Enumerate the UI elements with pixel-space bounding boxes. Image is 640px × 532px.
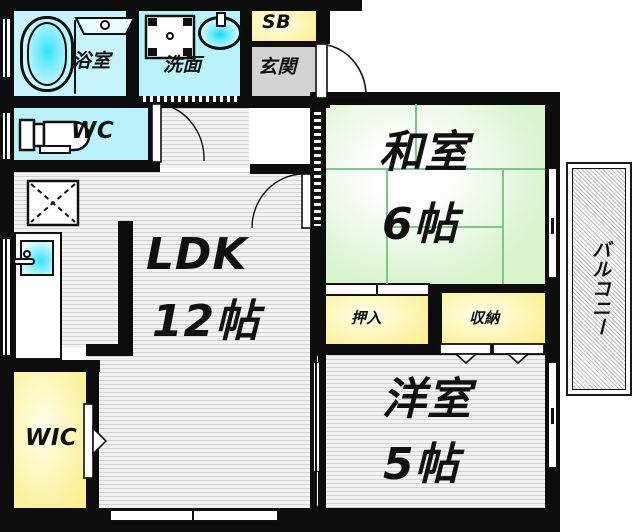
window-ldk-bottom (110, 510, 278, 521)
tatami-seam-h2 (386, 226, 502, 228)
ldk-door[interactable] (250, 173, 312, 232)
room-shoebox-fill (251, 10, 316, 44)
bathtub-inner (27, 22, 67, 86)
label-washroom: 洗面 (163, 54, 202, 76)
wall-washroom-entry (240, 10, 252, 98)
window-wc-left-mull (5, 112, 7, 160)
pillar-ldk (118, 221, 133, 356)
tatami-seam-h1 (326, 168, 545, 170)
window-kitchen-left-mull (5, 238, 7, 356)
wall-outer-bottom (0, 508, 560, 532)
kitchen-faucet-icon (13, 250, 35, 265)
room-balcony-fill (572, 168, 626, 390)
wall-bath-washroom (126, 10, 139, 98)
wall-wc-bottom (0, 160, 160, 172)
wall-washitsu-top (310, 92, 560, 105)
tatami-seam-v3 (502, 168, 504, 284)
label-yoshitsu-size: 5帖 (383, 439, 460, 490)
wall-outer-top (0, 0, 330, 11)
wall-right-top-entry (316, 0, 330, 44)
room-entrance-fill (251, 44, 316, 98)
washroom-sliding-door[interactable] (139, 96, 239, 102)
window-ldk-bottom-mull (192, 510, 194, 521)
wall-ldk-door-header (250, 164, 316, 174)
room-washitsu-fill (326, 104, 545, 284)
label-ldk: LDK (146, 229, 248, 280)
sliding-door-ldk-washitsu[interactable] (314, 108, 321, 226)
wall-corridor-top (242, 96, 330, 108)
oshiire-sliding-door[interactable] (324, 283, 430, 296)
label-ldk-size: 12帖 (152, 296, 260, 347)
pillar-ldk-foot (86, 344, 133, 356)
label-shoebox: SB (262, 11, 291, 33)
toilet (18, 118, 91, 154)
room-wic-fill (14, 371, 86, 508)
wall-kitchen-bottom (0, 360, 100, 372)
label-bath: 浴室 (72, 50, 111, 72)
label-wic: WIC (25, 425, 78, 451)
wall-top-right-segment (330, 0, 362, 11)
window-yoshitsu-left-mull (315, 362, 317, 472)
vanity-faucet (216, 12, 226, 27)
label-oshiire: 押入 (351, 309, 382, 327)
room-yoshitsu-fill (326, 355, 545, 508)
entry-door[interactable] (315, 43, 368, 100)
tatami-seam-v1 (415, 104, 417, 168)
label-balcony: バルコニー (589, 240, 611, 337)
wic-door[interactable] (83, 398, 110, 484)
wall-oshiire-shuno (428, 284, 442, 348)
room-shuno-fill (441, 292, 545, 347)
shower-counter (74, 17, 136, 35)
window-bath-left-mull (5, 18, 7, 78)
wall-sb-entrance (251, 41, 316, 47)
washing-machine-pan (144, 14, 196, 60)
room-oshiire-fill (326, 292, 429, 347)
window-yoshitsu-mull (551, 408, 554, 424)
room-ldk-fill-lower (86, 348, 310, 508)
label-yoshitsu: 洋室 (382, 374, 472, 425)
stovetop (26, 179, 80, 227)
label-shuno: 収納 (469, 309, 500, 327)
window-washitsu-mull (551, 218, 554, 234)
bath-door-line (74, 20, 76, 94)
label-wc: WC (71, 118, 115, 144)
balcony-outer-rail (566, 162, 632, 396)
label-entrance: 玄関 (258, 56, 297, 78)
wc-door[interactable] (151, 103, 208, 166)
shuno-folding-doors[interactable] (439, 343, 546, 365)
wall-closets-bottom (310, 344, 560, 355)
label-washitsu: 和室 (379, 127, 469, 178)
label-washitsu-size: 6帖 (382, 199, 459, 250)
